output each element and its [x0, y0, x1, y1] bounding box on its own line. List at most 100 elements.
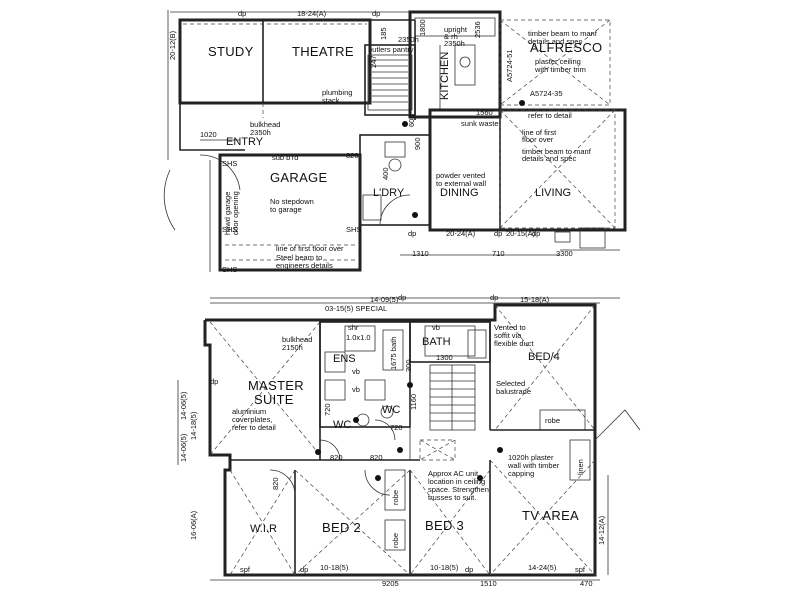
room-garage: GARAGE [270, 170, 327, 185]
note-line-first-floor: line of first floor over [276, 244, 344, 253]
dim-1310: 1310 [412, 249, 429, 258]
dim-ff-bottom-3: 14-24(5) [528, 563, 557, 572]
note-upright-height: 2350h [444, 39, 465, 48]
dim-ff-bottom-2: 10-18(5) [430, 563, 459, 572]
note-vb-3: vb [352, 385, 360, 394]
room-ens: ENS [333, 353, 356, 365]
dim-a5724b: A5724-35 [530, 89, 563, 98]
dim-ff-820c: 820 [370, 453, 383, 462]
note-rh: & rh [444, 32, 458, 41]
note-sunk-waste: sunk waste [461, 119, 499, 128]
note-dp-2: dp [372, 9, 380, 18]
first-floor-stairs [429, 364, 476, 431]
note-spf-2: spf [575, 565, 586, 574]
note-no-stepdown-1: No stepdown [270, 197, 314, 206]
note-vented-2: soffit via [494, 331, 522, 340]
dim-1020: 1020 [200, 130, 217, 139]
room-bed2: BED 2 [322, 520, 361, 535]
note-steel-beam-2: engineers details [276, 261, 333, 270]
note-ff-bulkhead-h: 2150h [282, 343, 303, 352]
note-sub-bd: sub b'rd [272, 153, 298, 162]
room-entry: ENTRY [226, 136, 264, 148]
note-ac-3: space. Strengthen [428, 485, 489, 494]
dim-ff-top-3: 15-18(A) [520, 295, 550, 304]
dim-2350h: 2350h [398, 35, 419, 44]
note-dp-1: dp [238, 9, 246, 18]
dim-ff-300: 300 [404, 359, 413, 372]
room-living: LIVING [535, 187, 571, 199]
dim-3300: 3300 [556, 249, 573, 258]
note-robe-1: robe [545, 416, 560, 425]
note-powder-1: powder vented [436, 171, 485, 180]
dim-ff-left-2: 14-18(5) [189, 411, 198, 440]
dim-ff-left-1: 14-06(5) [179, 391, 188, 420]
note-line-first-2: floor over [522, 135, 554, 144]
note-vb-1: vb [432, 323, 440, 332]
dim-ff-bottom-1: 10-18(5) [320, 563, 349, 572]
note-ff-plaster-1: 1020h plaster [508, 453, 554, 462]
note-ff-bulkhead: bulkhead [282, 335, 312, 344]
room-wc-2: WC [333, 419, 351, 431]
note-alum-1: aluminium [232, 407, 266, 416]
note-hawd-1: hawd garage [223, 192, 232, 235]
dim-bottom-1: 20-24(A) [446, 229, 476, 238]
note-timber-beam-4: details and spec [522, 154, 576, 163]
dim-2536: 2536 [473, 21, 482, 38]
room-laundry: L'DRY [373, 187, 405, 199]
room-wc-1: WC [382, 404, 400, 416]
room-master-2: SUITE [254, 392, 294, 407]
note-bulkhead: bulkhead [250, 120, 280, 129]
note-spf-1: spf [240, 565, 251, 574]
dim-ff-720b: 720 [323, 403, 332, 416]
note-timber-beam-1: timber beam to manf [528, 29, 598, 38]
note-ff-dp-1: dp [398, 293, 406, 302]
dim-ff-1300: 1300 [436, 353, 453, 362]
dim-ff-720: 720 [390, 423, 403, 432]
note-ff-plaster-2: wall with timber [507, 461, 560, 470]
dim-ff-820a: 820 [330, 453, 343, 462]
dim-a5724: A5724-51 [505, 49, 514, 82]
note-ff-dp-5: dp [465, 565, 473, 574]
room-wir: W.I.R [250, 523, 277, 535]
note-bath-size: 1675 bath [389, 337, 398, 370]
room-bed4: BED/4 [528, 351, 560, 363]
dim-710: 710 [492, 249, 505, 258]
note-timber-beam-3: timber beam to manf [522, 147, 592, 156]
note-shs-1: SHS [222, 159, 237, 168]
room-dining: DINING [440, 187, 479, 199]
ground-floor-plan [163, 10, 627, 299]
room-tv: TV AREA [522, 508, 579, 523]
note-dp-5: dp [532, 229, 540, 238]
dim-600: 600 [407, 114, 416, 127]
note-linen: linen [576, 459, 585, 475]
dim-left: 20-12(B) [168, 30, 177, 60]
room-kitchen: KITCHEN [439, 52, 451, 100]
dim-185: 185 [379, 27, 388, 40]
dim-247: 247 [369, 55, 378, 68]
note-shr-size: 1.0x1.0 [346, 333, 371, 342]
note-vented-1: Vented to [494, 323, 526, 332]
room-master-1: MASTER [248, 378, 304, 393]
dim-900: 900 [413, 137, 422, 150]
dim-bottom-2: 20-15(A) [506, 229, 536, 238]
note-dp-4: dp [494, 229, 502, 238]
note-steel-beam-1: Steel beam to [276, 253, 322, 262]
note-plaster-1: plaster ceiling [535, 57, 581, 66]
dim-ff-top-2: 14-09(5) [370, 295, 399, 304]
note-stack: stack [322, 96, 340, 105]
dim-ff-top-1: 03-15(5) SPECIAL [325, 304, 387, 313]
note-plumbing: plumbing [322, 88, 352, 97]
note-timber-beam-2: details and spec [528, 37, 582, 46]
room-study: STUDY [208, 44, 254, 59]
dim-400: 400 [381, 167, 390, 180]
room-bath: BATH [422, 336, 451, 348]
note-shr: shr [348, 323, 359, 332]
dim-820: 820 [346, 151, 359, 160]
note-hawd-2: door opening [231, 191, 240, 235]
note-selected-1: Selected [496, 379, 525, 388]
note-ff-dp-2: dp [490, 293, 498, 302]
note-line-first-1: line of first [522, 128, 557, 137]
note-refer-detail: refer to detail [528, 111, 572, 120]
dim-1800: 1800 [418, 19, 427, 36]
note-shs-2: SHS [346, 225, 361, 234]
